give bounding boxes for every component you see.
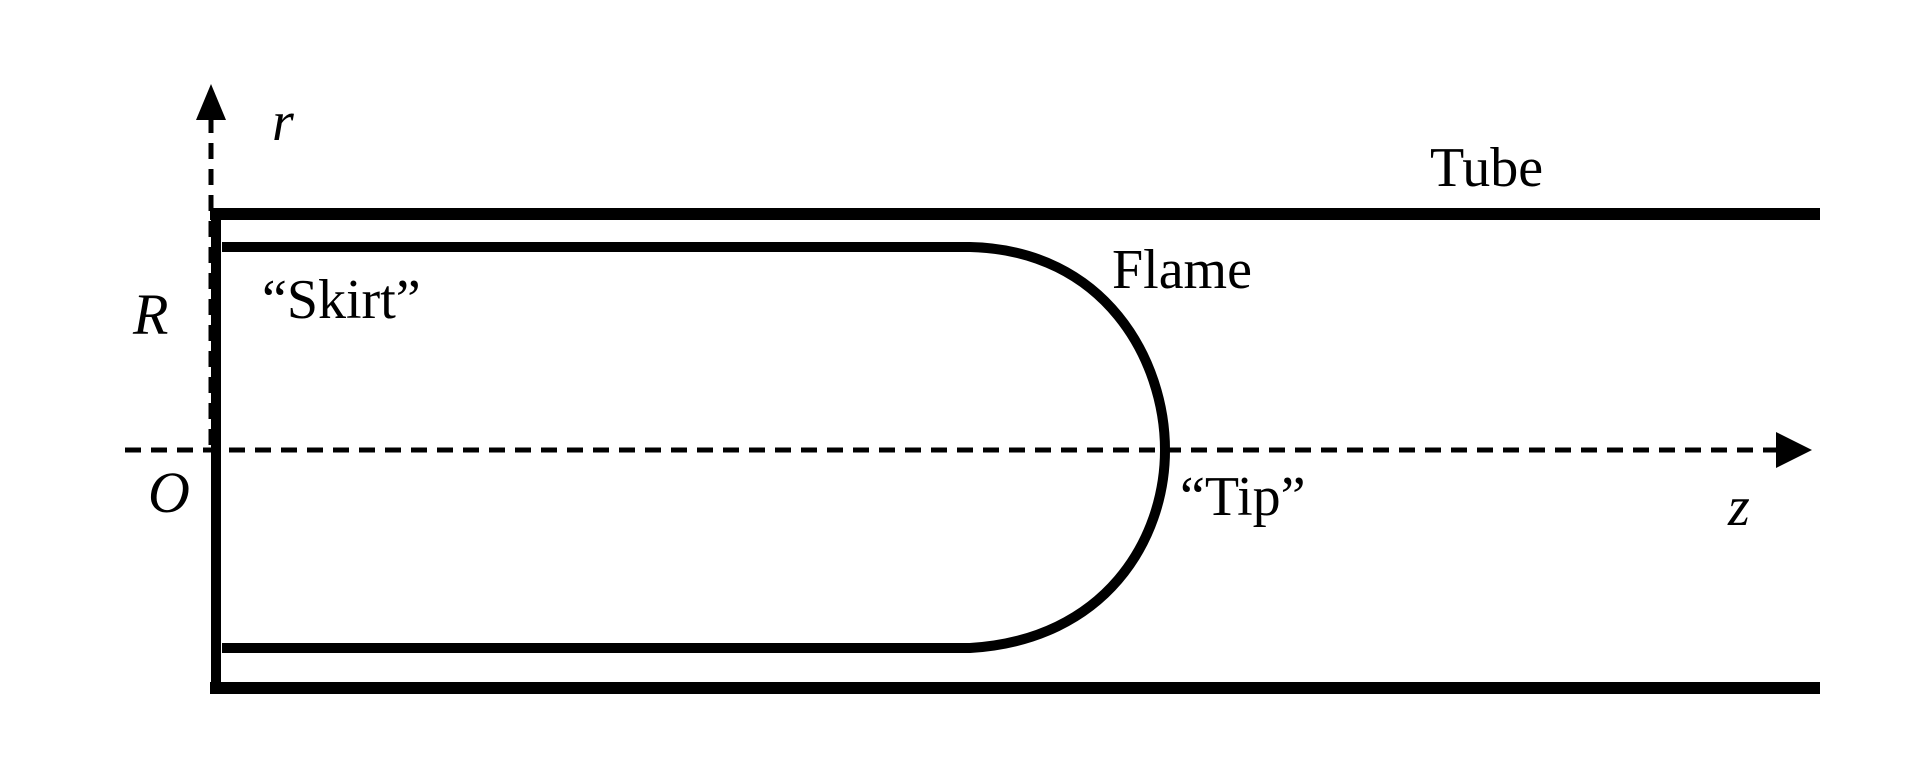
r-axis-label: r [272,91,294,153]
z-axis-arrowhead [1776,432,1812,468]
z-axis-label: z [1727,476,1750,538]
radius-label: R [132,282,168,347]
flame-label: Flame [1112,239,1252,301]
tube-label: Tube [1430,137,1543,199]
skirt-label: “Skirt” [262,269,421,331]
tip-label: “Tip” [1180,466,1306,528]
r-axis-arrowhead [196,84,226,120]
origin-label: O [148,460,190,525]
